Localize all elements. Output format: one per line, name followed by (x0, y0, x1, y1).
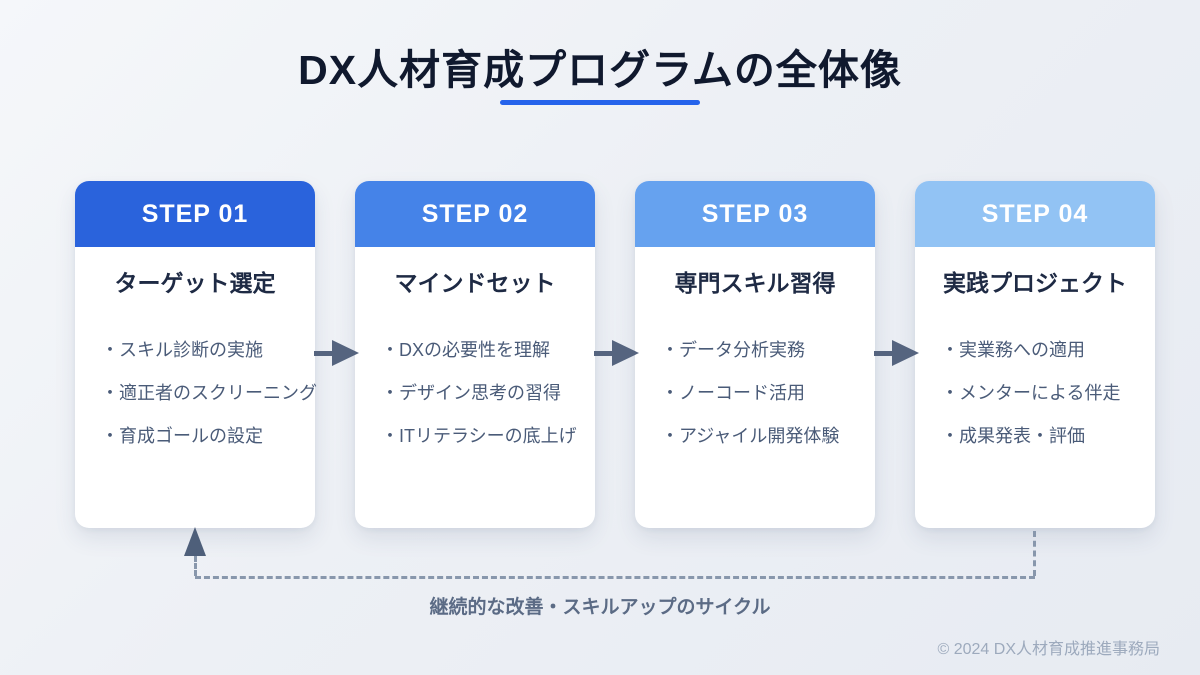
arrow-head (612, 340, 639, 366)
step-1-items: ・スキル診断の実施 ・適正者のスクリーニング ・育成ゴールの設定 (75, 340, 317, 446)
list-item: ・アジャイル開発体験 (661, 426, 840, 446)
step-3-header: STEP 03 (635, 181, 875, 247)
right-arrow-icon (314, 340, 360, 366)
copyright-text: © 2024 DX人材育成推進事務局 (937, 641, 1160, 658)
step-2-items: ・DXの必要性を理解 ・デザイン思考の習得 ・ITリテラシーの底上げ (355, 341, 595, 445)
list-item: ・成果発表・評価 (941, 426, 1085, 446)
up-arrow-icon (184, 527, 206, 556)
step-1-header: STEP 01 (75, 181, 315, 247)
cycle-line-right (1033, 531, 1036, 576)
arrow-head (332, 340, 359, 366)
step-card-1: STEP 01 ターゲット選定 ・スキル診断の実施 ・適正者のスクリーニング ・… (75, 181, 317, 528)
step-card-2: STEP 02 マインドセット ・DXの必要性を理解 ・デザイン思考の習得 ・I… (355, 181, 595, 528)
list-item: ・実業務への適用 (941, 340, 1085, 360)
list-item: ・DXの必要性を理解 (381, 340, 551, 360)
step-3-items: ・データ分析実務 ・ノーコード活用 ・アジャイル開発体験 (635, 341, 875, 445)
step-card-3: STEP 03 専門スキル習得 ・データ分析実務 ・ノーコード活用 ・アジャイル… (635, 181, 875, 528)
list-item: ・適正者のスクリーニング (101, 383, 317, 403)
list-item: ・ITリテラシーの底上げ (381, 426, 577, 446)
arrow-tail (874, 351, 894, 356)
step-2-title: マインドセット (394, 270, 556, 296)
page-title: DX人材育成プログラムの全体像 (298, 47, 902, 93)
list-item: ・ノーコード活用 (661, 383, 805, 403)
step-card-4: STEP 04 実践プロジェクト ・実業務への適用 ・メンターによる伴走 ・成果… (915, 181, 1155, 528)
step-4-header: STEP 04 (915, 181, 1155, 247)
arrow-tail (594, 351, 614, 356)
step-3-title: 専門スキル習得 (674, 270, 836, 296)
right-arrow-icon (594, 340, 640, 366)
cycle-label: 継続的な改善・スキルアップのサイクル (429, 597, 771, 618)
right-arrow-icon (874, 340, 920, 366)
step-2-header: STEP 02 (355, 181, 595, 247)
list-item: ・メンターによる伴走 (941, 383, 1121, 403)
cycle-line-left (194, 556, 197, 576)
arrow-head (892, 340, 919, 366)
step-4-title: 実践プロジェクト (943, 270, 1127, 296)
list-item: ・育成ゴールの設定 (101, 426, 263, 446)
list-item: ・データ分析実務 (661, 340, 805, 360)
list-item: ・スキル診断の実施 (101, 340, 263, 360)
list-item: ・デザイン思考の習得 (381, 383, 561, 403)
step-4-items: ・実業務への適用 ・メンターによる伴走 ・成果発表・評価 (915, 341, 1155, 445)
step-1-title: ターゲット選定 (114, 270, 276, 296)
title-underline (500, 100, 700, 105)
cycle-line-bottom (195, 576, 1035, 579)
arrow-tail (314, 351, 334, 356)
